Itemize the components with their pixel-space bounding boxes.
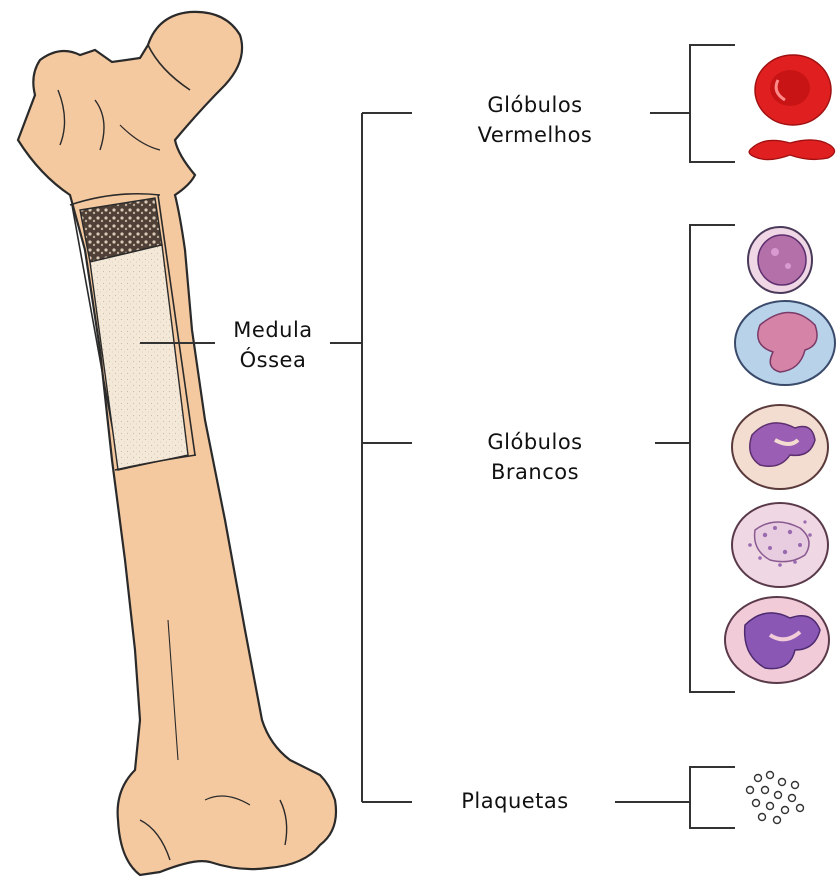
bracket-brancos — [690, 225, 735, 692]
platelet — [775, 792, 782, 799]
platelet — [767, 803, 774, 810]
femur-bone — [18, 12, 336, 875]
label-plaquetas-text: Plaquetas — [425, 786, 605, 816]
label-medula-line2: Óssea — [218, 345, 328, 375]
platelet — [767, 772, 774, 779]
platelet — [797, 805, 804, 812]
platelet — [762, 787, 769, 794]
wbc-neutrophil — [732, 405, 828, 489]
platelet — [782, 807, 789, 814]
label-medula-line1: Medula — [218, 315, 328, 345]
bracket-vermelhos — [690, 45, 735, 162]
platelet — [753, 800, 760, 807]
platelet — [774, 817, 781, 824]
platelet — [747, 787, 754, 794]
red-blood-cells — [749, 55, 834, 160]
white-blood-cells — [725, 227, 835, 683]
wbc-basophil — [725, 597, 829, 683]
red-cell-side-view — [749, 140, 834, 160]
platelet — [792, 782, 799, 789]
label-globulos-brancos: Glóbulos Brancos — [425, 427, 645, 487]
platelet — [779, 779, 786, 786]
bracket-plaquetas — [690, 767, 735, 828]
red-cell-top-view — [755, 55, 831, 125]
platelet — [759, 814, 766, 821]
label-medula-ossea: Medula Óssea — [218, 315, 328, 375]
wbc-lymphocyte — [748, 227, 812, 293]
platelets — [747, 772, 804, 824]
platelet — [789, 795, 796, 802]
label-vermelhos-line2: Vermelhos — [425, 120, 645, 150]
label-globulos-vermelhos: Glóbulos Vermelhos — [425, 90, 645, 150]
label-vermelhos-line1: Glóbulos — [425, 90, 645, 120]
wbc-eosinophil — [732, 503, 828, 587]
label-brancos-line1: Glóbulos — [425, 427, 645, 457]
label-plaquetas: Plaquetas — [425, 786, 605, 816]
label-brancos-line2: Brancos — [425, 457, 645, 487]
platelet — [755, 775, 762, 782]
wbc-monocyte — [735, 301, 835, 385]
